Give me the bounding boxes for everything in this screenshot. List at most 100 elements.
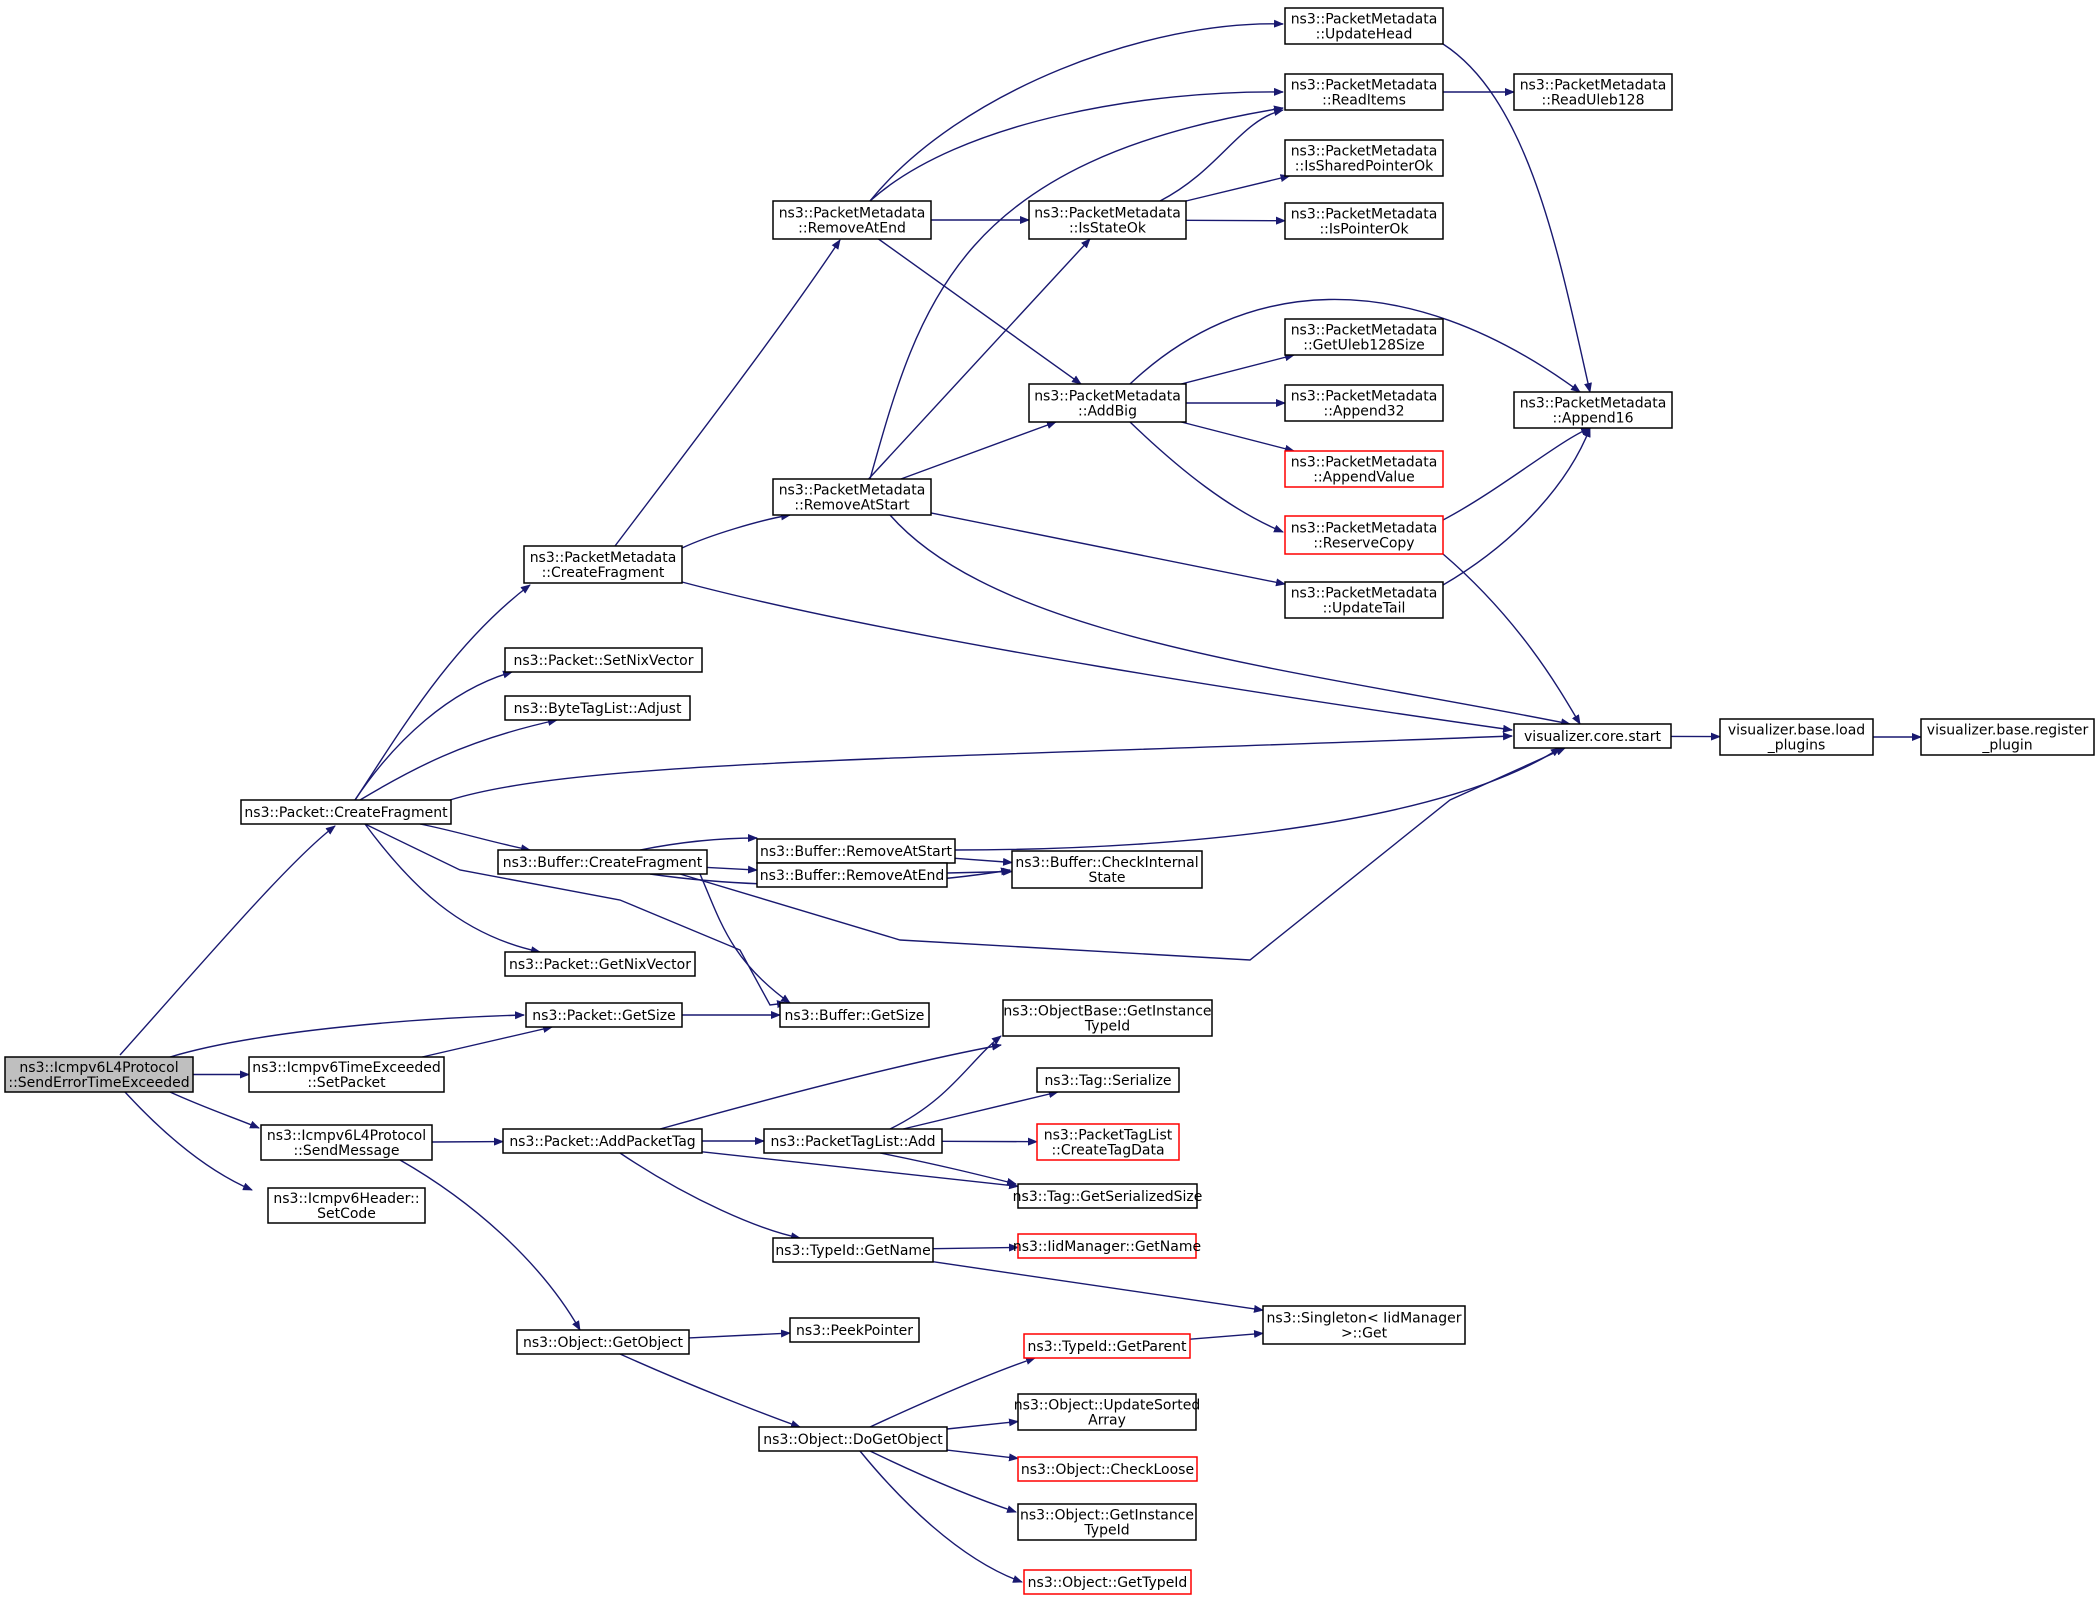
edge-removeatend_pm-to-updatehead	[869, 19, 1284, 202]
node-pkt_createfrag[interactable]: ns3::Packet::CreateFragment	[240, 799, 452, 825]
edge-getobject-to-dogetobject	[619, 1353, 801, 1428]
node-obj_gettypeid[interactable]: ns3::Object::GetTypeId	[1023, 1569, 1192, 1595]
node-setnix[interactable]: ns3::Packet::SetNixVector	[504, 647, 703, 673]
node-singleton_get[interactable]: ns3::Singleton< IidManager >::Get	[1262, 1305, 1466, 1345]
node-getuleb128size[interactable]: ns3::PacketMetadata::GetUleb128Size	[1284, 318, 1444, 356]
node-label: ns3::Packet::GetSize	[532, 1008, 675, 1024]
node-peekpointer[interactable]: ns3::PeekPointer	[789, 1317, 920, 1343]
edge-ptl_add-to-tag_getsersize	[879, 1152, 1017, 1186]
edge-dogetobject-to-obj_updatesorted	[946, 1418, 1019, 1430]
node-label: ns3::Packet::CreateFragment	[244, 805, 448, 821]
edge-pkt_createfrag-to-vis_core_start	[449, 732, 1513, 801]
node-box	[516, 1329, 690, 1355]
node-label: ns3::Packet::SetNixVector	[514, 653, 694, 669]
node-updatehead[interactable]: ns3::PacketMetadata::UpdateHead	[1284, 7, 1444, 45]
edge-buf_createfrag-to-buf_removeatstart	[639, 834, 758, 851]
node-buf_removeatstart[interactable]: ns3::Buffer::RemoveAtStart	[756, 838, 956, 864]
node-append32[interactable]: ns3::PacketMetadata::Append32	[1284, 384, 1444, 422]
node-typeid_getparent[interactable]: ns3::TypeId::GetParent	[1023, 1333, 1191, 1359]
node-typeid_getname[interactable]: ns3::TypeId::GetName	[772, 1237, 934, 1263]
node-obj_checkloose[interactable]: ns3::Object::CheckLoose	[1017, 1456, 1198, 1482]
node-label: ::RemoveAtEnd	[798, 221, 906, 237]
edge-addbig-to-reservecopy	[1129, 421, 1284, 533]
node-label: ns3::PacketMetadata	[1291, 144, 1438, 160]
edge-root-to-setcode	[124, 1091, 253, 1191]
node-label: ::SendMessage	[293, 1143, 399, 1159]
node-box	[1023, 1569, 1192, 1595]
node-box	[1002, 999, 1213, 1037]
node-label: ::IsStateOk	[1069, 221, 1147, 237]
node-box	[504, 647, 703, 673]
node-box	[1284, 450, 1444, 488]
node-removeatstart_pm[interactable]: ns3::PacketMetadata::RemoveAtStart	[772, 478, 932, 516]
node-vis_register_plugin[interactable]: visualizer.base.register_plugin	[1920, 718, 2095, 756]
node-addbig[interactable]: ns3::PacketMetadata::AddBig	[1028, 383, 1187, 423]
node-isstateok[interactable]: ns3::PacketMetadata::IsStateOk	[1028, 200, 1187, 240]
node-sendmessage[interactable]: ns3::Icmpv6L4Protocol::SendMessage	[260, 1124, 433, 1161]
node-setcode[interactable]: ns3::Icmpv6Header::SetCode	[267, 1187, 426, 1224]
node-buf_createfrag[interactable]: ns3::Buffer::CreateFragment	[497, 849, 708, 875]
node-addpackettag[interactable]: ns3::Packet::AddPacketTag	[502, 1128, 703, 1154]
node-btl_adjust[interactable]: ns3::ByteTagList::Adjust	[504, 695, 691, 721]
node-label: ns3::Packet::GetNixVector	[509, 957, 691, 973]
node-label: ns3::PacketMetadata	[1291, 78, 1438, 94]
node-label: ns3::PacketMetadata	[1291, 455, 1438, 471]
node-label: Array	[1088, 1413, 1126, 1429]
edge-root-to-pkt_getsize	[169, 1011, 525, 1058]
edge-root-to-pkt_createfrag	[119, 825, 336, 1056]
node-readitems[interactable]: ns3::PacketMetadata::ReadItems	[1284, 73, 1444, 111]
node-dogetobject[interactable]: ns3::Object::DoGetObject	[758, 1426, 948, 1452]
node-updatetail[interactable]: ns3::PacketMetadata::UpdateTail	[1284, 581, 1444, 619]
node-label: ::Append32	[1324, 404, 1405, 420]
edge-dogetobject-to-obj_gettypeid	[859, 1450, 1023, 1583]
node-iid_getname[interactable]: ns3::IidManager::GetName	[1013, 1233, 1201, 1259]
node-append16[interactable]: ns3::PacketMetadata::Append16	[1513, 391, 1673, 429]
edge-typeid_getname-to-iid_getname	[932, 1243, 1019, 1252]
node-buf_getsize[interactable]: ns3::Buffer::GetSize	[779, 1002, 930, 1028]
node-pm_createfrag[interactable]: ns3::PacketMetadata::CreateFragment	[523, 545, 683, 584]
node-label: ::ReadUleb128	[1542, 93, 1645, 109]
node-box	[772, 200, 932, 240]
node-vis_core_start[interactable]: visualizer.core.start	[1513, 723, 1672, 749]
node-tag_serialize[interactable]: ns3::Tag::Serialize	[1036, 1067, 1180, 1093]
edge-removeatstart_pm-to-updatetail	[930, 512, 1286, 587]
node-box	[1284, 7, 1444, 45]
node-readuleb128[interactable]: ns3::PacketMetadata::ReadUleb128	[1513, 73, 1673, 111]
node-vis_load_plugins[interactable]: visualizer.base.load_plugins	[1719, 718, 1874, 756]
node-label: SetCode	[317, 1206, 376, 1222]
node-appendvalue[interactable]: ns3::PacketMetadata::AppendValue	[1284, 450, 1444, 488]
node-ptl_createtagdata[interactable]: ns3::PacketTagList::CreateTagData	[1036, 1123, 1180, 1161]
node-label: visualizer.core.start	[1524, 729, 1661, 745]
node-getnix[interactable]: ns3::Packet::GetNixVector	[504, 951, 696, 977]
node-label: ::IsSharedPointerOk	[1295, 159, 1434, 175]
node-issharedpointerok[interactable]: ns3::PacketMetadata::IsSharedPointerOk	[1284, 139, 1444, 177]
nodes-layer: ns3::Icmpv6L4Protocol::SendErrorTimeExce…	[4, 7, 2095, 1595]
edge-updatetail-to-append16	[1442, 427, 1591, 586]
node-label: ::UpdateTail	[1323, 601, 1406, 617]
node-label: >::Get	[1341, 1326, 1388, 1342]
node-reservecopy[interactable]: ns3::PacketMetadata::ReserveCopy	[1284, 515, 1444, 555]
node-getobject[interactable]: ns3::Object::GetObject	[516, 1329, 690, 1355]
node-label: ns3::IidManager::GetName	[1013, 1239, 1201, 1255]
node-buf_removeatend[interactable]: ns3::Buffer::RemoveAtEnd	[756, 862, 948, 888]
node-box	[1284, 139, 1444, 177]
node-box	[248, 1056, 445, 1093]
edge-te_setpacket-to-pkt_getsize	[422, 1025, 554, 1058]
node-box	[4, 1056, 194, 1093]
node-te_setpacket[interactable]: ns3::Icmpv6TimeExceeded::SetPacket	[248, 1056, 445, 1093]
edge-typeid_getname-to-singleton_get	[932, 1261, 1264, 1313]
node-ptl_add[interactable]: ns3::PacketTagList::Add	[763, 1128, 943, 1154]
node-box	[1513, 73, 1673, 111]
node-removeatend_pm[interactable]: ns3::PacketMetadata::RemoveAtEnd	[772, 200, 932, 240]
node-tag_getsersize[interactable]: ns3::Tag::GetSerializedSize	[1013, 1183, 1203, 1209]
node-ispointerok[interactable]: ns3::PacketMetadata::IsPointerOk	[1284, 202, 1444, 240]
node-root[interactable]: ns3::Icmpv6L4Protocol::SendErrorTimeExce…	[4, 1056, 194, 1093]
node-label: ns3::Object::GetTypeId	[1028, 1575, 1188, 1591]
node-box	[1023, 1333, 1191, 1359]
edge-pm_createfrag-to-vis_core_start	[681, 581, 1513, 733]
node-pkt_getsize[interactable]: ns3::Packet::GetSize	[525, 1002, 683, 1028]
